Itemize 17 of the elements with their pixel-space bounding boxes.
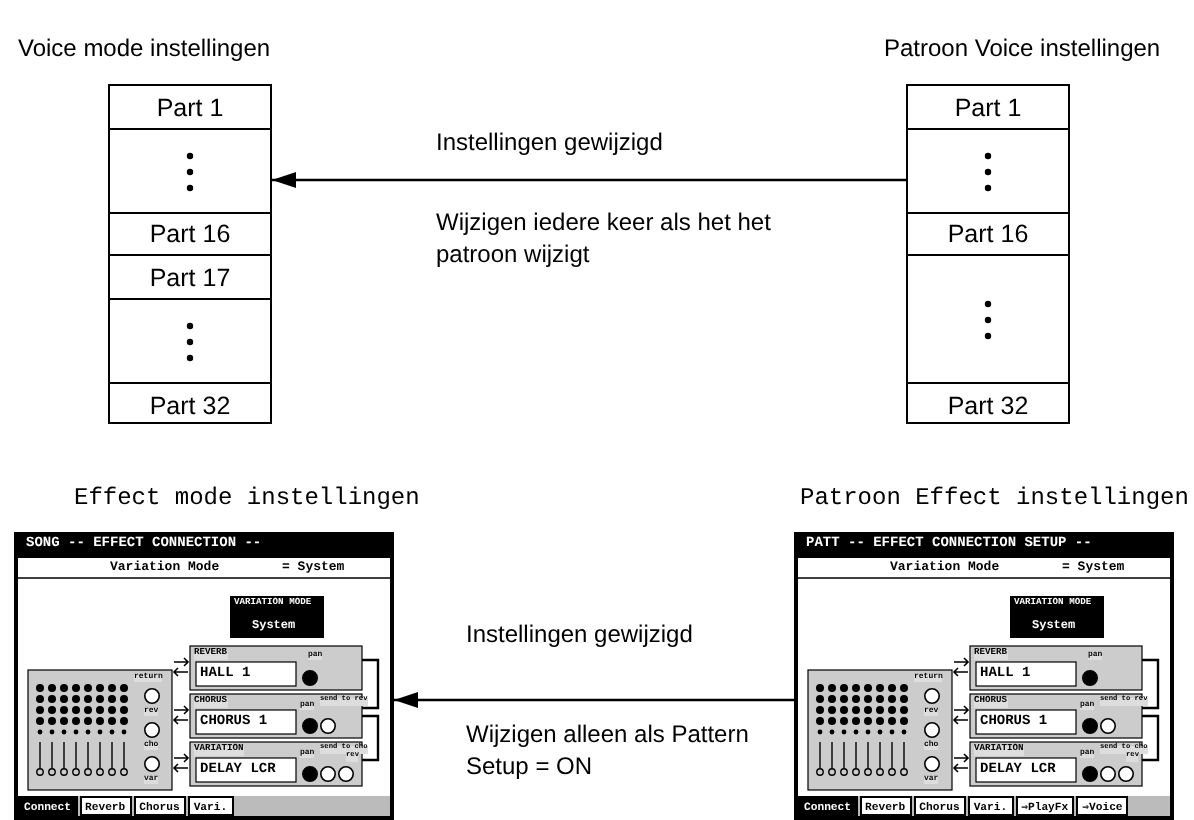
table-heading: Patroon Voice instellingen <box>884 34 1161 62</box>
screen-heading: Patroon Effect instellingen <box>800 484 1189 512</box>
arrow <box>394 692 794 708</box>
arrow <box>272 172 906 188</box>
part-cell: Part 16 <box>110 212 270 254</box>
table-heading: Voice mode instellingen <box>18 34 271 62</box>
edge-label: Instellingen gewijzigd <box>436 128 663 156</box>
part-cell: Part 32 <box>110 382 270 426</box>
part-cell: Part 1 <box>110 86 270 128</box>
part-cell: Part 16 <box>908 212 1068 254</box>
part-cell: Part 32 <box>908 382 1068 426</box>
note-text: Wijzigen alleen als Pattern Setup = ON <box>466 718 751 782</box>
part-cell: Part 1 <box>908 86 1068 128</box>
part-cell: Part 17 <box>110 254 270 298</box>
edge-label: Instellingen gewijzigd <box>466 620 693 648</box>
note-text: Wijzigen iedere keer als het het patroon wijzigt <box>436 206 773 270</box>
screen-heading: Effect mode instellingen <box>74 484 420 512</box>
